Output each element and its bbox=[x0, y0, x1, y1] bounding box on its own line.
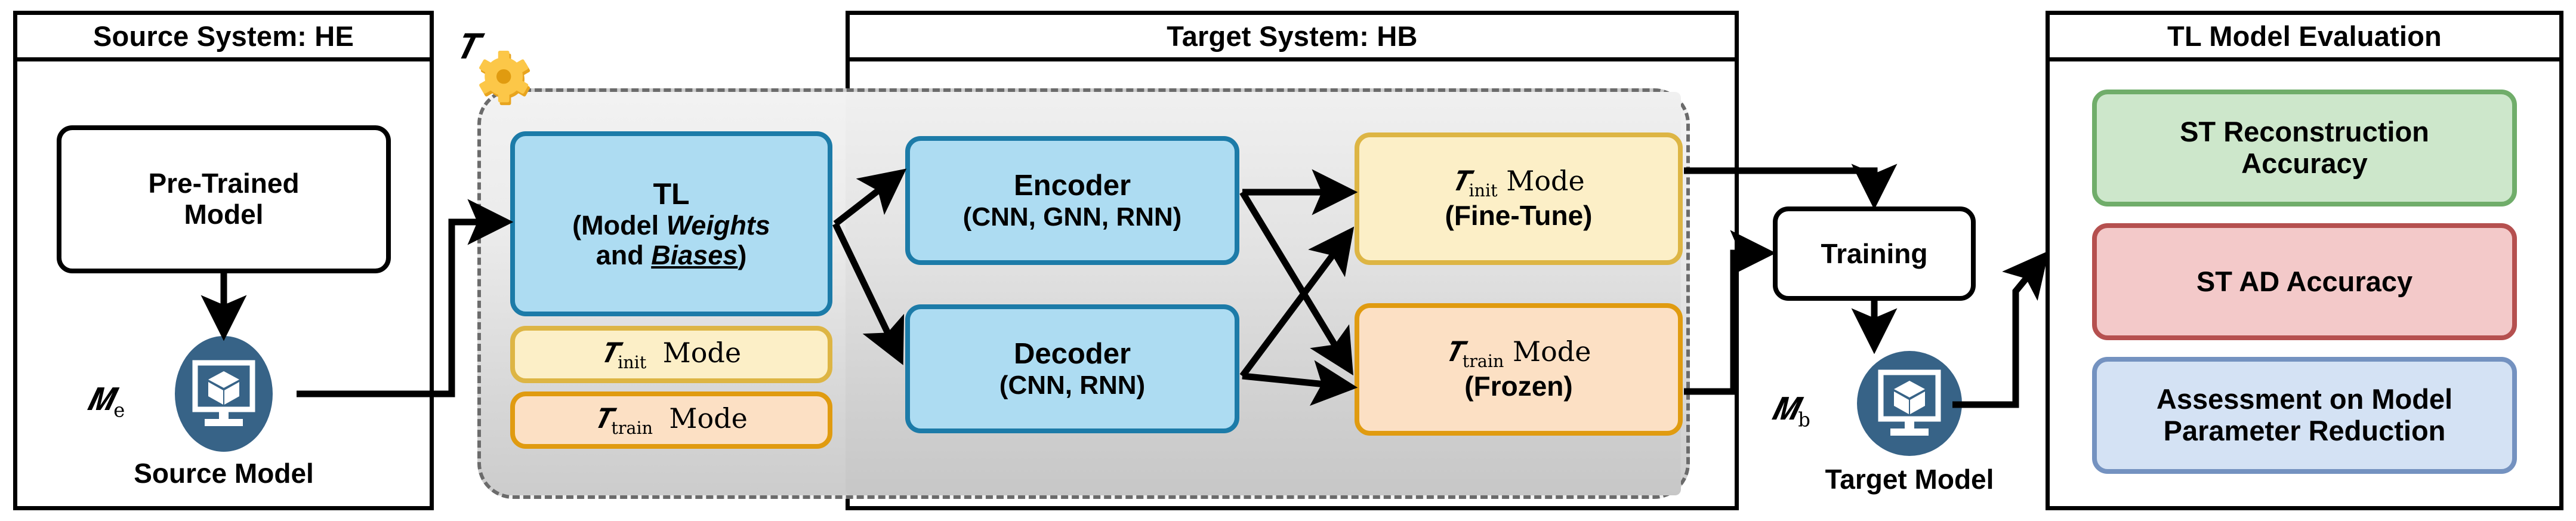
eval-item-st-reconstruction-accuracy[interactable]: ST Reconstruction Accuracy bbox=[2092, 90, 2517, 206]
target-system-header: Target System: HB bbox=[850, 15, 1735, 61]
target-model-group: 𝑴b Target Model bbox=[1771, 344, 1994, 505]
source-model-group: 𝑴e Source Model bbox=[87, 334, 314, 495]
source-system-header: Source System: HE bbox=[17, 15, 430, 61]
tl-node[interactable]: TL (Model Weights and Biases) bbox=[510, 131, 832, 316]
tau-train-mode-chip[interactable]: 𝑻train Mode bbox=[510, 391, 832, 449]
decoder-line2: (CNN, RNN) bbox=[999, 370, 1146, 400]
encoder-line1: Encoder bbox=[1013, 169, 1131, 202]
tau-train-mode-chip-label: 𝑻train Mode bbox=[595, 402, 748, 439]
model-monitor-icon bbox=[1857, 351, 1962, 456]
pre-trained-model-line2: Model bbox=[184, 199, 264, 230]
tau-train-mode-node[interactable]: 𝑻train Mode (Frozen) bbox=[1355, 303, 1683, 436]
tau-init-mode-chip-label: 𝑻init Mode bbox=[601, 336, 742, 373]
model-monitor-icon bbox=[175, 336, 273, 452]
training-node[interactable]: Training bbox=[1773, 206, 1976, 301]
eval-item-0-line2: Accuracy bbox=[2241, 147, 2368, 179]
eval-item-model-parameter-reduction[interactable]: Assessment on Model Parameter Reduction bbox=[2092, 357, 2517, 474]
tau-init-mode-label: 𝑻init Mode bbox=[1452, 165, 1585, 201]
tau-init-mode-node[interactable]: 𝑻init Mode (Fine-Tune) bbox=[1355, 132, 1683, 265]
target-model-symbol: 𝑴b bbox=[1771, 391, 1810, 431]
decoder-node[interactable]: Decoder (CNN, RNN) bbox=[905, 304, 1239, 433]
decoder-line1: Decoder bbox=[1013, 337, 1131, 370]
eval-item-st-ad-accuracy[interactable]: ST AD Accuracy bbox=[2092, 223, 2517, 340]
tl-line2: (Model Weights bbox=[572, 209, 770, 241]
training-label: Training bbox=[1821, 238, 1928, 269]
evaluation-title: TL Model Evaluation bbox=[2167, 20, 2442, 52]
tau-symbol-label: 𝑻 bbox=[457, 26, 478, 67]
tau-train-mode-label: 𝑻train Mode bbox=[1446, 335, 1591, 372]
pre-trained-model-line1: Pre-Trained bbox=[148, 168, 300, 199]
evaluation-header: TL Model Evaluation bbox=[2050, 15, 2559, 61]
pre-trained-model-node[interactable]: Pre-Trained Model bbox=[57, 125, 391, 273]
target-model-caption: Target Model bbox=[1825, 464, 1994, 495]
encoder-node[interactable]: Encoder (CNN, GNN, RNN) bbox=[905, 136, 1239, 265]
tl-line1: TL bbox=[653, 177, 690, 211]
eval-item-1-line1: ST AD Accuracy bbox=[2196, 265, 2413, 297]
target-system-title: Target System: HB bbox=[1167, 20, 1418, 52]
tau-init-mode-line2: (Fine-Tune) bbox=[1445, 200, 1593, 232]
tl-line3: and Biases) bbox=[596, 240, 747, 270]
eval-item-2-line1: Assessment on Model bbox=[2156, 383, 2453, 415]
eval-item-2-line2: Parameter Reduction bbox=[2163, 415, 2446, 446]
gear-icon bbox=[477, 50, 533, 106]
source-model-caption: Source Model bbox=[134, 458, 314, 489]
source-model-symbol: 𝑴e bbox=[87, 382, 125, 422]
tau-init-mode-chip[interactable]: 𝑻init Mode bbox=[510, 326, 832, 383]
encoder-line2: (CNN, GNN, RNN) bbox=[962, 202, 1182, 232]
source-system-title: Source System: HE bbox=[92, 20, 354, 52]
eval-item-0-line1: ST Reconstruction bbox=[2180, 116, 2429, 148]
tau-train-mode-line2: (Frozen) bbox=[1464, 371, 1573, 402]
